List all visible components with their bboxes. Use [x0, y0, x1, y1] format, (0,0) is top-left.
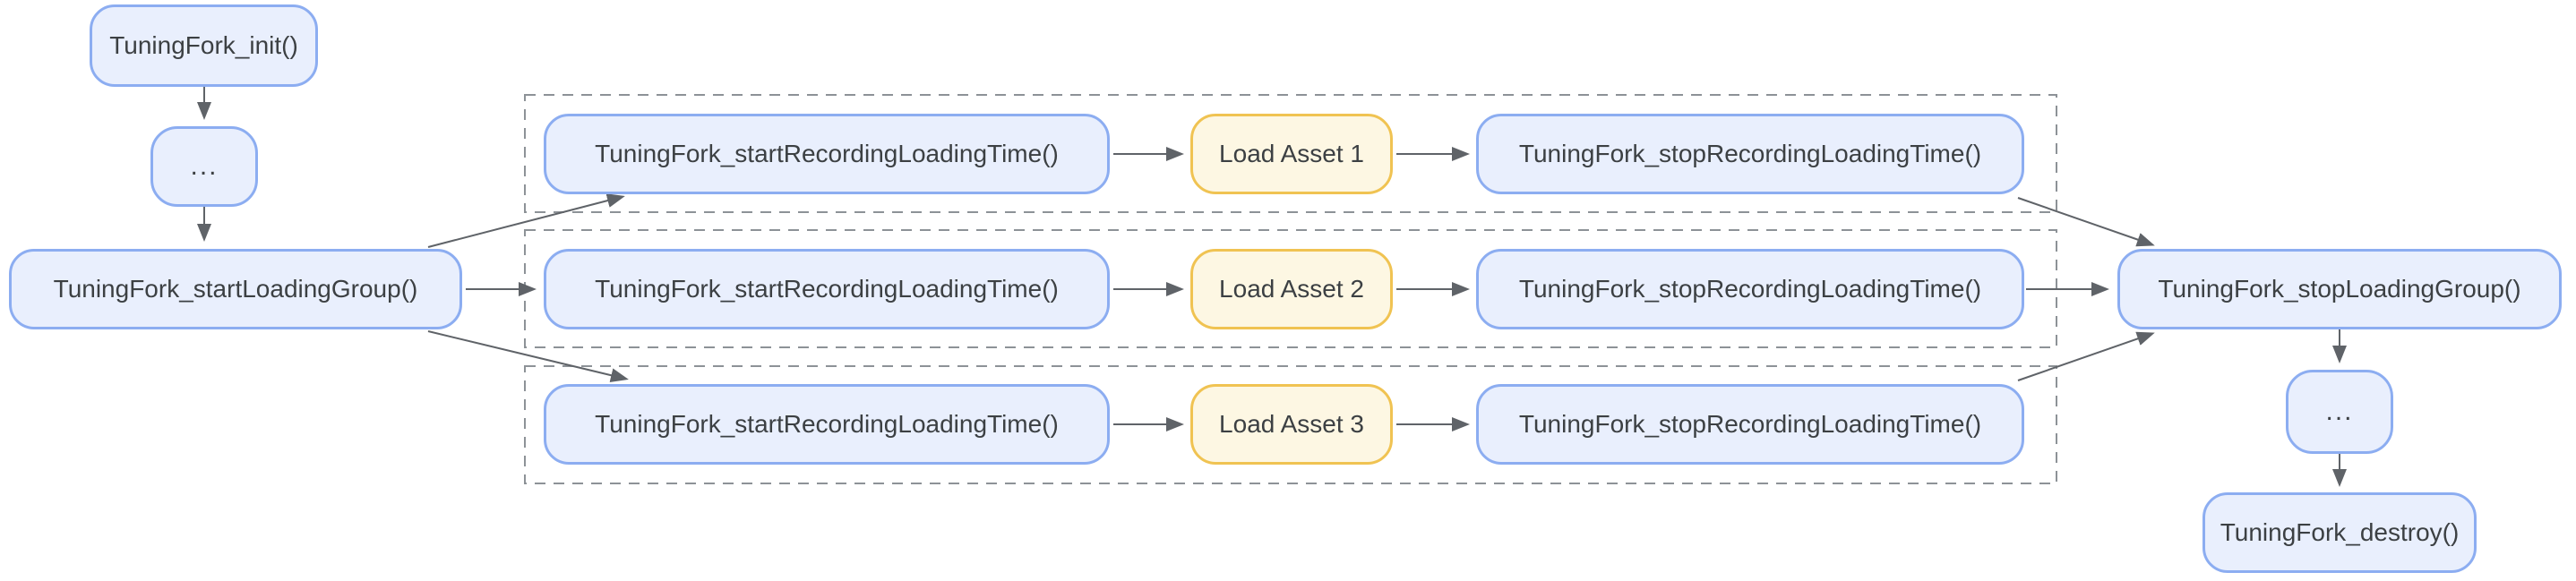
node-start-loading-group: TuningFork_startLoadingGroup()	[9, 249, 462, 329]
arrow-start-group-to-row1	[427, 193, 625, 248]
node-row1-start-recording: TuningFork_startRecordingLoadingTime()	[544, 114, 1110, 194]
node-row2-start-recording: TuningFork_startRecordingLoadingTime()	[544, 249, 1110, 329]
arrow-start-group-to-row3	[427, 330, 629, 383]
node-row2-stop-recording: TuningFork_stopRecordingLoadingTime()	[1476, 249, 2024, 329]
node-row3-start-recording: TuningFork_startRecordingLoadingTime()	[544, 384, 1110, 465]
node-row1-load-asset: Load Asset 1	[1190, 114, 1393, 194]
node-ellipsis-bottom: ...	[2286, 370, 2393, 454]
arrow-row1-to-stop-group	[2017, 197, 2155, 247]
node-init: TuningFork_init()	[90, 4, 318, 87]
node-row3-load-asset: Load Asset 3	[1190, 384, 1393, 465]
node-row3-stop-recording: TuningFork_stopRecordingLoadingTime()	[1476, 384, 2024, 465]
node-row1-stop-recording: TuningFork_stopRecordingLoadingTime()	[1476, 114, 2024, 194]
arrow-row3-to-stop-group	[2017, 331, 2155, 381]
node-ellipsis-top: ...	[150, 126, 258, 207]
node-destroy: TuningFork_destroy()	[2202, 492, 2477, 573]
node-row2-load-asset: Load Asset 2	[1190, 249, 1393, 329]
node-stop-loading-group: TuningFork_stopLoadingGroup()	[2117, 249, 2562, 329]
